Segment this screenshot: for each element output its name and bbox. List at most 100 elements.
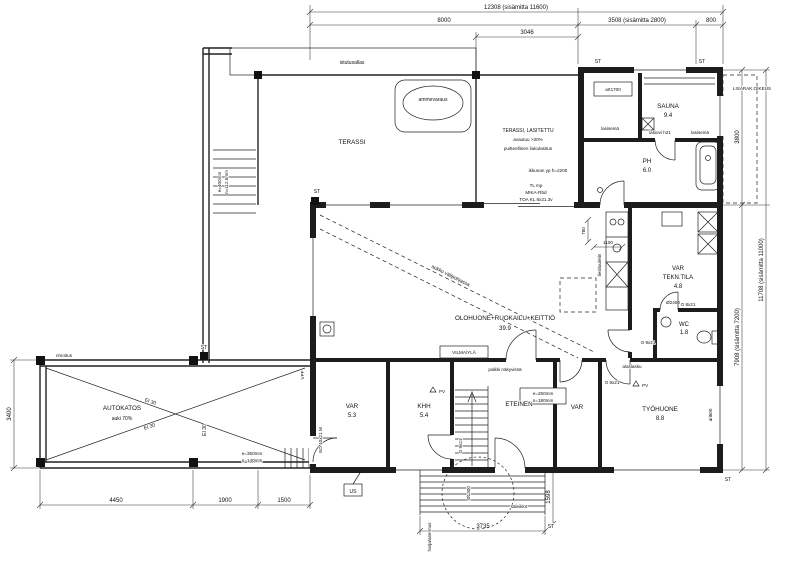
room-area-tyohuone: 8.8: [656, 416, 665, 422]
fire-rating-label-1: EI 30: [144, 397, 157, 407]
lisarak-label: LISÄRAK.OIKEUS: [733, 85, 771, 91]
entry-steps: [419, 470, 546, 515]
note-toakl: TOA KL 8x21,3v: [519, 197, 553, 202]
door-tag-kitchen: O 9x21: [641, 340, 656, 345]
stair-rise-label: n=112.5mm: [224, 170, 229, 194]
kitchen-island: [559, 277, 597, 313]
dim-3800: 3800: [735, 130, 741, 144]
bathtub: [695, 141, 721, 191]
st-label-4: ST: [201, 345, 207, 351]
room-area-olohuone: 39.9: [499, 326, 511, 332]
room-label-sauna: SAUNA: [657, 103, 679, 110]
stair2-going-label: e=350mm: [242, 451, 263, 456]
fire-rating-label-3: EI 30: [202, 424, 208, 436]
carport-structure: [39, 359, 310, 469]
turning-circle: [441, 456, 515, 530]
room-label-tyohuone: TYÖHUONE: [642, 405, 678, 413]
beam-tag: VILMA/YLÄ: [452, 349, 477, 355]
room-label-eteinen: ETEINEN: [505, 401, 533, 408]
room-label-tekntila: TEKN.TILA: [663, 275, 693, 281]
room-label-wc: WC: [679, 322, 690, 328]
exterior-wall-tag: US: [343, 472, 363, 497]
pv-label-1: PV: [439, 389, 446, 394]
dim-1900: 1900: [218, 498, 232, 504]
dimension-lines: [10, 5, 770, 535]
room-area-sauna: 9.4: [664, 113, 673, 119]
room-area-wc: 1.8: [680, 330, 689, 336]
left-side-stairs: [213, 149, 256, 214]
room-area-khh: 5.4: [420, 413, 429, 419]
room-area-var1: 5.3: [348, 413, 357, 419]
kitchen-counter: [605, 211, 629, 311]
door-tag-tyohuone: O 9x21: [605, 380, 620, 385]
beam-visible-note: palkki näkyvissä: [488, 367, 522, 372]
floor-drain: [597, 187, 603, 193]
glazed-terrace-note2: puitteellinen liukulasitus: [504, 146, 553, 151]
room-area-ph: 6.0: [643, 168, 652, 174]
st-label-1: ST: [699, 59, 705, 65]
note-mika: MIKA-Rbd: [525, 190, 547, 195]
dim-3735: 3735: [476, 524, 490, 530]
sauna-closet: art1700: [593, 81, 633, 97]
stair2-rise-label: n=140mm: [242, 458, 263, 463]
windows: [309, 66, 724, 474]
room-label-autokatos: AUTOKATOS: [103, 405, 141, 412]
dim-780: 780: [581, 227, 586, 235]
planter-strip: istutusallas: [229, 47, 477, 76]
grille-label: säleikkö: [511, 504, 528, 509]
pv-label-2: PV: [642, 383, 649, 388]
glazed-terrace-labels: TERASSI, LASITETTU avautuu >30% puitteel…: [502, 127, 569, 202]
room-label-ph: PH: [643, 158, 652, 165]
glass-wall-label-2: lasiseinä: [691, 130, 709, 135]
glass-wall-label-1: lasiseinä: [601, 126, 619, 131]
door-tag-var1: EO 10x21 M: [318, 427, 323, 453]
dim-4450: 4450: [109, 498, 123, 504]
carport-corner-stairs: [284, 448, 310, 468]
st-label-5: ST: [725, 477, 731, 483]
room-labels: OLOHUONE+RUOKAILU+KEITTIÖ 39.9 VAR 5.3 K…: [345, 102, 694, 422]
dim-diameter-2400: Ø2400: [666, 300, 680, 305]
fireplace: [319, 321, 335, 337]
door-swings: [312, 139, 679, 469]
terrace-posts: [254, 71, 480, 79]
stair-going-label: e=400mm: [217, 172, 222, 193]
dimension-labels: 12308 (sisämitta 11600) 8000 3508 (sisäm…: [6, 4, 765, 530]
room-label-var2: VAR: [571, 404, 584, 411]
carport-diagonals: [45, 367, 306, 461]
room-label-olohuone: OLOHUONE+RUOKAILU+KEITTIÖ: [455, 314, 555, 322]
main-stair: [455, 386, 489, 467]
glass-door-label: lasiovi h21: [649, 130, 671, 135]
room-label-terassi: TERASSI: [339, 139, 366, 146]
us-label: US: [350, 489, 358, 495]
note-tlmp: TL mp: [530, 183, 543, 188]
st-markers: ST ST ST ST ST ST: [200, 58, 732, 530]
dim-3046: 3046: [520, 30, 534, 36]
st-label-2: ST: [595, 59, 601, 65]
autokatos-note: auki 70%: [112, 416, 133, 422]
smoke-detector-markers: PV PV: [429, 380, 650, 395]
dim-11708: 11708 (sisämitta 11000): [759, 238, 765, 301]
ridge-install-note: harja/asennus: [427, 522, 432, 552]
st-label-3: ST: [314, 189, 320, 195]
stair-main-going: e=250mm: [533, 391, 554, 396]
fire-rating-label-2: EI 30: [143, 422, 156, 432]
floor-opening-label: aukko välipohjassa: [430, 264, 471, 288]
door-tag-khh: O 9x21: [458, 438, 463, 453]
carport-posts: [36, 352, 208, 467]
batten-label: rimoitus: [56, 353, 73, 358]
dim-3508: 3508 (sisämitta 2800): [608, 18, 666, 24]
st-label-6: ST: [548, 524, 554, 530]
stair-main-rise: n=180mm: [533, 398, 554, 403]
terrace-walls: [257, 74, 578, 205]
bathtub-reservation: ammevaraus: [394, 79, 472, 133]
dim-3400: 3400: [7, 407, 13, 421]
cooker-hood-label: liesituuletin: [597, 253, 602, 276]
room-label-var1: VAR: [346, 403, 359, 410]
wc-fixtures: [660, 316, 721, 345]
additional-building-area: LISÄRAK.OIKEUS: [722, 74, 772, 204]
floor-opening-diagonals: [319, 214, 595, 359]
interior-walls: [316, 73, 723, 467]
main-stair-label: e=250mm n=180mm: [519, 387, 567, 405]
